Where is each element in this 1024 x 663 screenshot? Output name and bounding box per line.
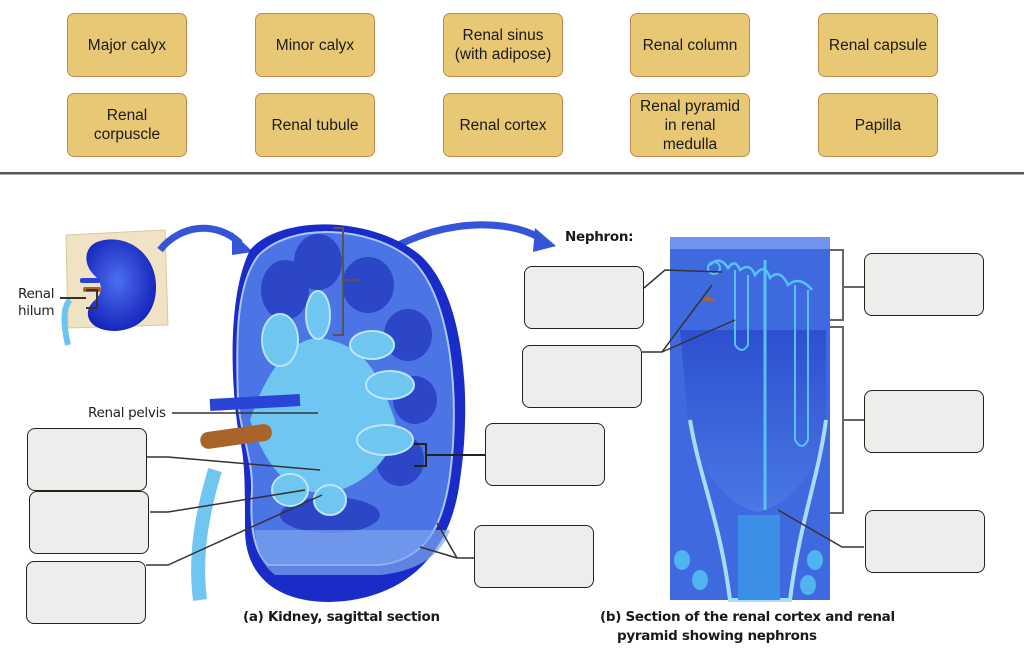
kidney-thumbnail	[61, 229, 169, 346]
caption-a: (a) Kidney, sagittal section	[243, 609, 440, 625]
label-papilla[interactable]: Papilla	[818, 93, 938, 157]
label-renal-pyramid[interactable]: Renal pyramid in renal medulla	[630, 93, 750, 157]
bracket-renal-column	[333, 227, 360, 336]
drop-target-9[interactable]	[864, 390, 984, 453]
nephron-section	[670, 237, 830, 602]
arrow-head-icon	[533, 228, 556, 252]
label-renal-pelvis: Renal pelvis	[88, 405, 166, 421]
label-renal-sinus[interactable]: Renal sinus (with adipose)	[443, 13, 563, 77]
label-minor-calyx[interactable]: Minor calyx	[255, 13, 375, 77]
arrow-icon	[157, 224, 243, 253]
bracket-cortex	[830, 249, 864, 321]
label-renal-cortex[interactable]: Renal cortex	[443, 93, 563, 157]
label-nephron: Nephron:	[565, 229, 634, 245]
caption-b-line2: pyramid showing nephrons	[617, 628, 817, 644]
leader-lines	[146, 269, 864, 566]
arrow-head-icon	[232, 232, 253, 255]
label-renal-column[interactable]: Renal column	[630, 13, 750, 77]
divider	[0, 172, 1024, 175]
label-renal-corpuscle[interactable]: Renal corpuscle	[67, 93, 187, 157]
drop-target-4[interactable]	[524, 266, 644, 329]
kidney-sagittal-section	[191, 224, 466, 602]
drop-target-2[interactable]	[29, 491, 149, 554]
drop-target-3[interactable]	[26, 561, 146, 624]
drop-target-7[interactable]	[474, 525, 594, 588]
bracket-papilla-region	[414, 443, 486, 467]
label-renal-capsule[interactable]: Renal capsule	[818, 13, 938, 77]
caption-b-line1: (b) Section of the renal cortex and rena…	[600, 609, 895, 625]
drop-target-6[interactable]	[485, 423, 605, 486]
drop-target-8[interactable]	[864, 253, 984, 316]
drop-target-5[interactable]	[522, 345, 642, 408]
label-renal-tubule[interactable]: Renal tubule	[255, 93, 375, 157]
label-renal-hilum: Renal hilum	[18, 286, 55, 319]
drop-target-1[interactable]	[27, 428, 147, 491]
bracket-hilum	[60, 289, 98, 309]
label-major-calyx[interactable]: Major calyx	[67, 13, 187, 77]
drop-target-10[interactable]	[865, 510, 985, 573]
bracket-medulla	[830, 326, 864, 514]
